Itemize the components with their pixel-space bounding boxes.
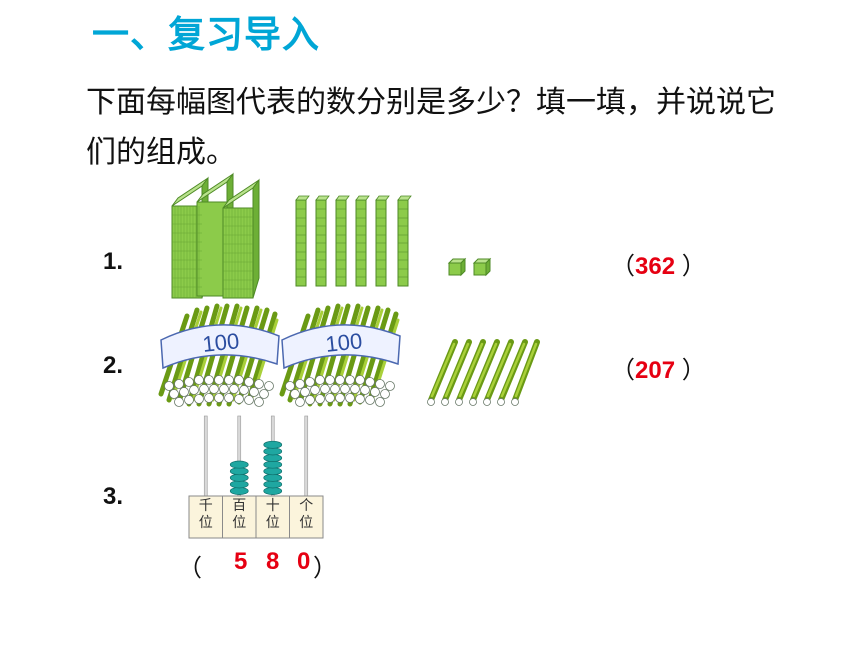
place-label-tens: 十位 [265, 498, 280, 531]
abacus-bead [263, 447, 283, 456]
page-title: 一、复习导入 [92, 13, 320, 56]
paren-close: ） [313, 555, 337, 582]
item-3-label: 3. [103, 483, 124, 510]
hundreds-blocks-illustration [171, 172, 260, 299]
answer-3-digit-hundreds: 5 [234, 548, 248, 575]
answer-2-value: 207 [635, 357, 676, 384]
answer-3-digit-tens: 8 [266, 548, 280, 575]
abacus-bead [263, 440, 283, 449]
abacus-bead [263, 460, 283, 469]
answer-1-value: 362 [635, 253, 676, 280]
item-1-label: 1. [103, 248, 124, 275]
abacus-bead [263, 454, 283, 462]
place-label-thousands: 千位 [198, 498, 213, 531]
ones-cubes-illustration [447, 257, 492, 277]
abacus-bead [229, 467, 249, 476]
answer-3-digit-ones: 0 [297, 548, 311, 575]
answer-3: （ [178, 548, 202, 583]
answer-3-close: ） [313, 548, 337, 583]
paren-close: ） [681, 253, 706, 280]
single-sticks-illustration [427, 339, 540, 406]
abacus-bead [263, 467, 283, 476]
abacus-bead [229, 480, 249, 489]
instruction-text: 下面每幅图代表的数分别是多少？填一填，并说说它们的组成。 [86, 85, 776, 170]
abacus-rod [304, 415, 309, 497]
answer-1: （362 ） [611, 246, 706, 281]
bundle-2-label: 100 [324, 328, 363, 357]
abacus-bead [229, 487, 249, 495]
abacus-bead [229, 473, 249, 482]
place-label-hundreds: 百位 [232, 498, 247, 531]
paren-open: （ [611, 357, 635, 384]
abacus [188, 415, 324, 539]
abacus-place-labels: 千位 百位 十位 个位 [189, 498, 323, 532]
paren-open: （ [611, 253, 635, 280]
abacus-bead [263, 473, 283, 482]
paren-close: ） [681, 357, 706, 384]
tens-rods-illustration [295, 195, 412, 287]
abacus-rod [203, 415, 208, 497]
abacus-bead [263, 480, 283, 489]
hundred-bundle-2: 100 [279, 303, 401, 407]
bundle-1-label: 100 [201, 328, 240, 357]
paren-open: （ [178, 555, 202, 582]
answer-2: （207 ） [611, 350, 706, 385]
abacus-bead [263, 487, 283, 495]
place-label-ones: 个位 [299, 498, 314, 531]
abacus-bead [229, 460, 249, 469]
hundred-bundle-1: 100 [158, 303, 280, 407]
item-2-label: 2. [103, 352, 124, 379]
